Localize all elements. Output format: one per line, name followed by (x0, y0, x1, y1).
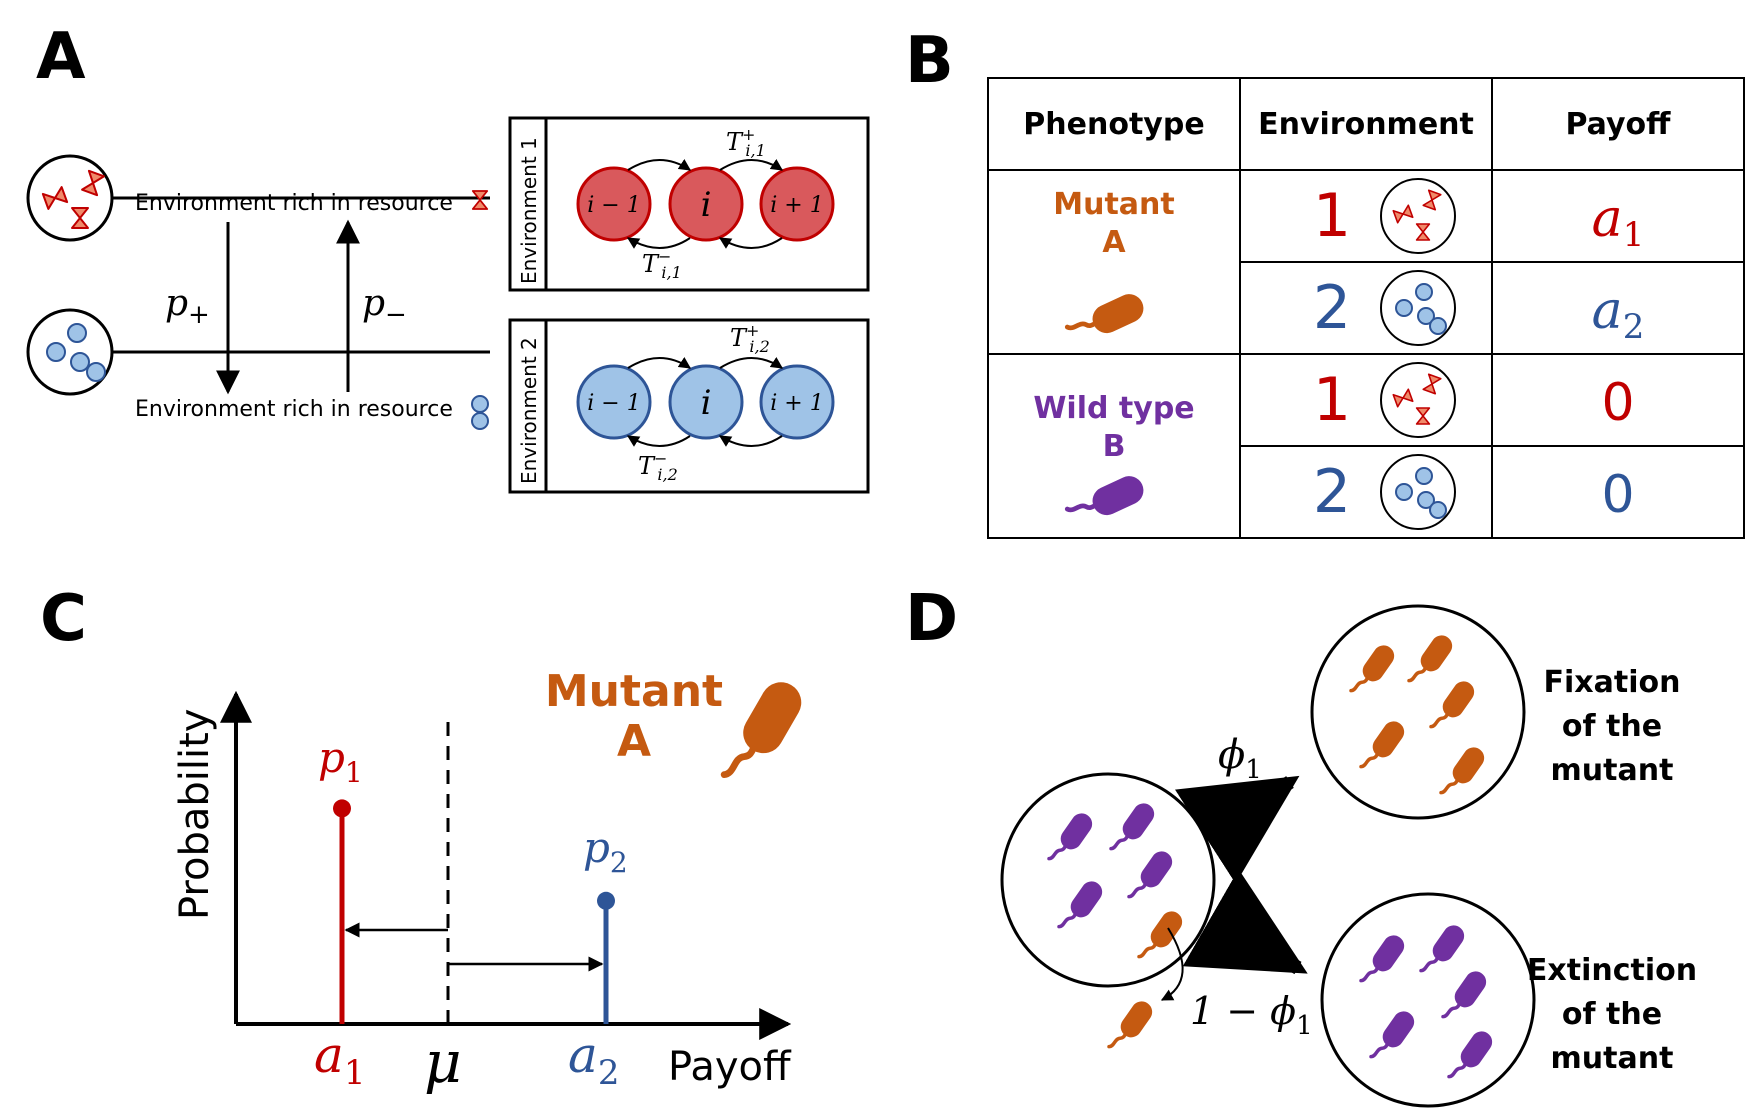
row-1-payoff: a1 (1592, 189, 1645, 255)
state-right-2: i + 1 (770, 391, 823, 416)
fixation-line-3: mutant (1551, 753, 1674, 788)
row-2-env: 2 (1313, 273, 1351, 343)
mutant-label-c: Mutant (545, 666, 723, 717)
panel-c-letter: C (40, 582, 87, 656)
environment-2-box: Environment 2 i − 1 i i + 1 T+i,2 T−i,2 (508, 318, 870, 494)
row-4-env: 2 (1313, 457, 1351, 527)
panel-a-letter: A (36, 20, 86, 94)
t-minus-2: T−i,2 (638, 449, 678, 484)
extinction-population (1320, 892, 1536, 1108)
fixation-arrow (1174, 775, 1300, 884)
panel-b-letter: B (905, 24, 954, 98)
header-payoff: Payoff (1566, 107, 1672, 142)
stem-a2-point (597, 891, 615, 910)
row-4-payoff: 0 (1601, 465, 1634, 525)
fixation-population (1310, 604, 1526, 820)
payoff-table: Phenotype Environment Payoff Mutant A Wi… (987, 77, 1745, 541)
extinction-arrow (1182, 869, 1308, 975)
bubble-icon (471, 395, 489, 430)
row-3-env: 1 (1313, 365, 1351, 435)
a2-label: a2 (568, 1026, 619, 1093)
p2-label: p2 (583, 823, 628, 879)
row-1-env: 1 (1313, 181, 1351, 251)
env-rich-1-label: Environment rich in resource (135, 191, 453, 216)
extinction-line-1: Extinction (1527, 953, 1697, 988)
state-right-1: i + 1 (770, 193, 823, 218)
fixation-line-2: of the (1562, 709, 1662, 744)
state-mid-2: i (701, 383, 712, 423)
mutant-label: Mutant (1053, 187, 1175, 222)
row-2-payoff: a2 (1592, 281, 1645, 347)
env-rich-2-label: Environment rich in resource (135, 397, 453, 422)
row-3-resource-icon (1380, 362, 1456, 438)
header-environment: Environment (1258, 107, 1474, 142)
state-left-2: i − 1 (587, 391, 640, 416)
initial-population (1000, 772, 1216, 988)
p-minus-label: p− (362, 283, 407, 330)
phi-label: ϕ1 (1218, 732, 1262, 785)
p1-label: p1 (318, 733, 363, 789)
panel-d-letter: D (905, 582, 958, 656)
environment-1-label: Environment 1 (517, 137, 541, 284)
resource-1-circle (26, 154, 114, 242)
fixation-line-1: Fixation (1544, 665, 1681, 700)
wild-type-letter: B (1103, 429, 1126, 464)
extinction-line-2: of the (1562, 997, 1662, 1032)
environment-1-box: Environment 1 i − 1 i i + 1 T+i,1 T−i,1 (508, 116, 870, 292)
stem-a1-point (333, 799, 351, 818)
t-minus-1: T−i,1 (642, 247, 682, 282)
wild-type-label: Wild type (1033, 391, 1194, 426)
row-1-resource-icon (1380, 178, 1456, 254)
mutant-letter: A (1102, 225, 1126, 260)
row-3-payoff: 0 (1601, 373, 1634, 433)
one-minus-phi-label: 1 − ϕ1 (1190, 989, 1313, 1041)
a1-label: a1 (314, 1026, 365, 1093)
y-axis-label: Probability (172, 709, 218, 920)
mutant-bacterium-icon-c (716, 672, 815, 775)
mutant-letter-c: A (617, 716, 651, 767)
payoff-chart: Probability Payoff p1 p2 a1 μ a2 Mutant … (172, 666, 815, 1096)
invasion-arrow (1160, 927, 1184, 1001)
p-plus-label: p+ (165, 283, 210, 330)
header-phenotype: Phenotype (1023, 107, 1204, 142)
extinction-line-3: mutant (1551, 1041, 1674, 1076)
row-2-resource-icon (1380, 270, 1456, 346)
resource-2-circle (26, 308, 114, 396)
state-left-1: i − 1 (587, 193, 640, 218)
mu-label: μ (424, 1028, 462, 1096)
environment-2-label: Environment 2 (517, 337, 541, 484)
t-plus-1: T+i,1 (726, 125, 766, 160)
x-axis-label: Payoff (668, 1044, 792, 1090)
row-4-resource-icon (1380, 454, 1456, 530)
invading-mutant-icon (1107, 995, 1159, 1049)
hourglass-icon (471, 190, 489, 210)
t-plus-2: T+i,2 (730, 321, 770, 356)
state-mid-1: i (701, 185, 712, 225)
